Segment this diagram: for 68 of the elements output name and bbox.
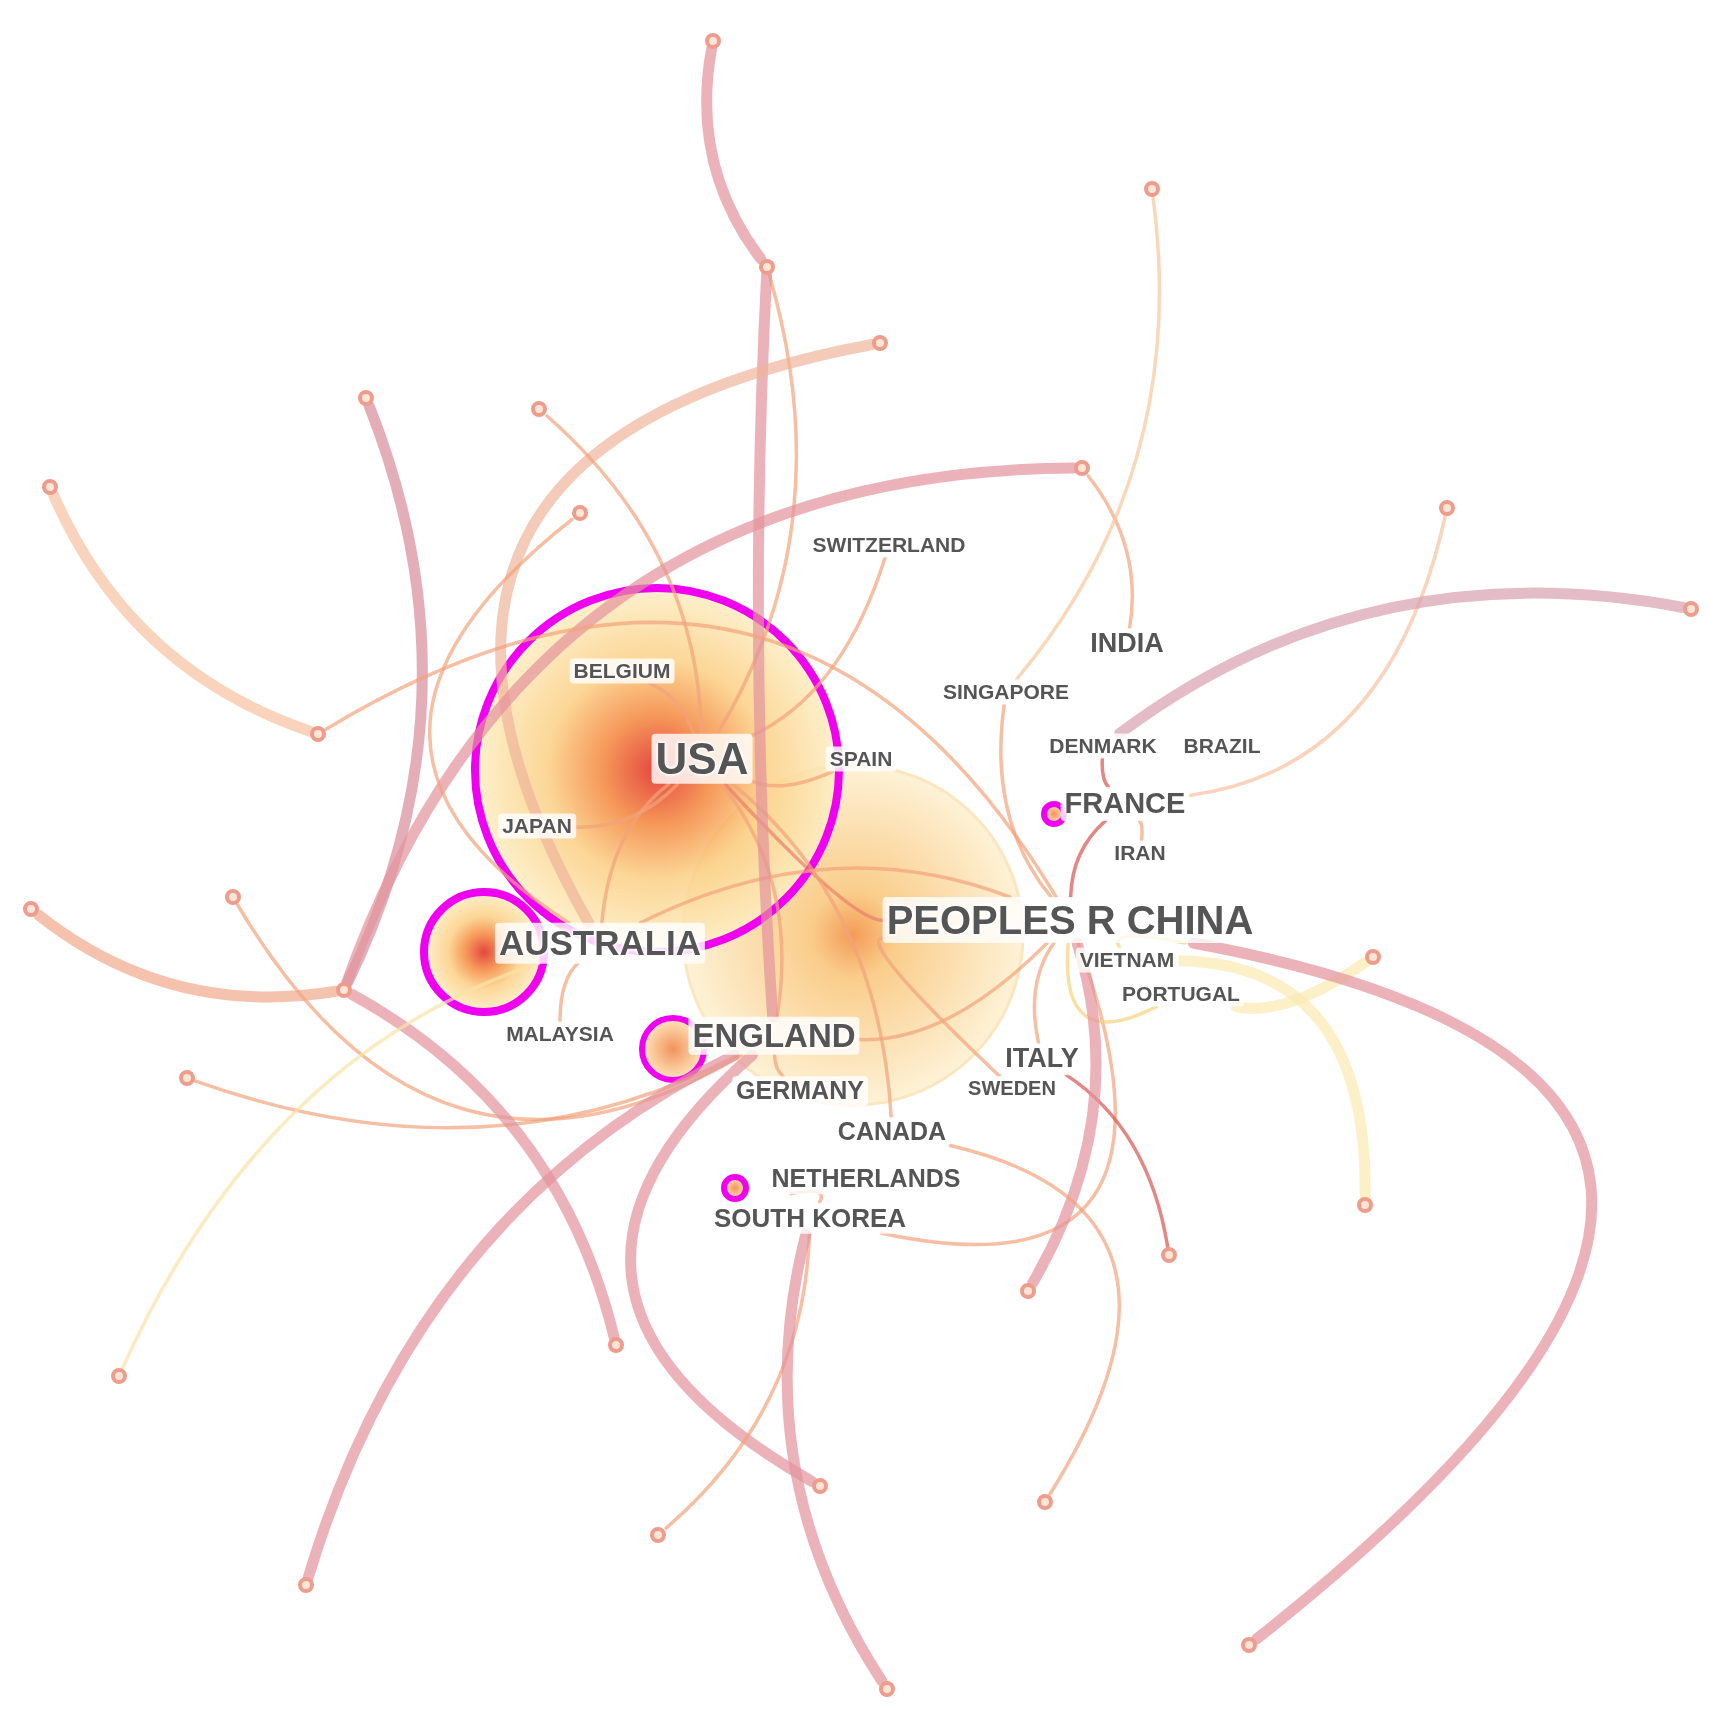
network-node-dot: [358, 390, 374, 406]
connection-arc: [1068, 819, 1108, 899]
connection-arc: [723, 782, 885, 923]
network-node-dot: [1037, 1494, 1053, 1510]
network-node-dot: [42, 479, 58, 495]
network-node-dot: [608, 1337, 624, 1353]
connection-arc: [750, 769, 835, 788]
connection-arc: [120, 961, 541, 1370]
country-label: SPAIN: [825, 746, 897, 772]
connection-arc: [545, 414, 704, 736]
connection-arc: [772, 1053, 785, 1078]
connection-arc: [427, 517, 574, 925]
country-label: FRANCE: [1060, 787, 1190, 821]
network-node-dot: [1161, 1247, 1177, 1263]
connection-arc: [1086, 474, 1134, 630]
network-node-dot: [1365, 949, 1381, 965]
connection-arc: [648, 681, 696, 736]
connection-arc: [999, 702, 1053, 899]
network-node-dot: [111, 1368, 127, 1384]
country-label: AUSTRALIA: [494, 922, 706, 964]
network-node-dot: [879, 1681, 895, 1697]
network-node-dot: [298, 1577, 314, 1593]
network-node-dot: [872, 335, 888, 351]
country-label: ENGLAND: [688, 1016, 860, 1056]
network-node-dot: [1683, 601, 1699, 617]
network-node-dot: [1439, 500, 1455, 516]
connection-arc: [750, 555, 887, 738]
connection-arc: [1065, 941, 1159, 1024]
country-label: USA: [651, 733, 753, 785]
connection-arc: [236, 903, 744, 1122]
connection-arc: [1014, 195, 1162, 682]
network-node-dot: [812, 1478, 828, 1494]
connection-arc: [731, 782, 893, 1119]
connection-arc: [600, 782, 671, 925]
connection-arc: [1230, 957, 1371, 1014]
connection-arc: [1137, 819, 1144, 843]
connection-arc: [720, 782, 784, 1019]
network-node-dot: [650, 1527, 666, 1543]
network-node-dot: [1144, 181, 1160, 197]
network-node-dot: [705, 33, 721, 49]
network-node-dot: [531, 401, 547, 417]
connection-arc: [1187, 514, 1447, 798]
network-node-dot: [1020, 1283, 1036, 1299]
network-node-dot: [759, 259, 775, 275]
connection-arc: [1100, 756, 1111, 789]
connection-arc: [48, 489, 316, 737]
network-node-dot: [1357, 1197, 1373, 1213]
country-label: BELGIUM: [569, 658, 675, 684]
connection-arc: [876, 935, 1002, 1078]
connection-arc: [558, 961, 580, 1024]
connection-arc: [574, 782, 680, 829]
network-node-dot: [1241, 1637, 1257, 1653]
connection-arc: [1064, 1073, 1170, 1249]
network-node-dot: [310, 726, 326, 742]
network-node-dot: [225, 889, 241, 905]
country-label: GERMANY: [732, 1076, 868, 1106]
network-node-dot: [23, 901, 39, 917]
country-label: VIETNAM: [1075, 947, 1179, 973]
connection-arc: [324, 621, 1058, 899]
network-node-dot: [1074, 460, 1090, 476]
country-label: JAPAN: [498, 813, 576, 839]
connection-arc: [857, 941, 1049, 1042]
connection-arc: [1032, 941, 1056, 1045]
network-node-dot: [179, 1070, 195, 1086]
network-node-dot: [336, 982, 352, 998]
connection-arc: [948, 1143, 1121, 1496]
network-node-dot: [572, 505, 588, 521]
connection-arc: [638, 866, 1012, 925]
